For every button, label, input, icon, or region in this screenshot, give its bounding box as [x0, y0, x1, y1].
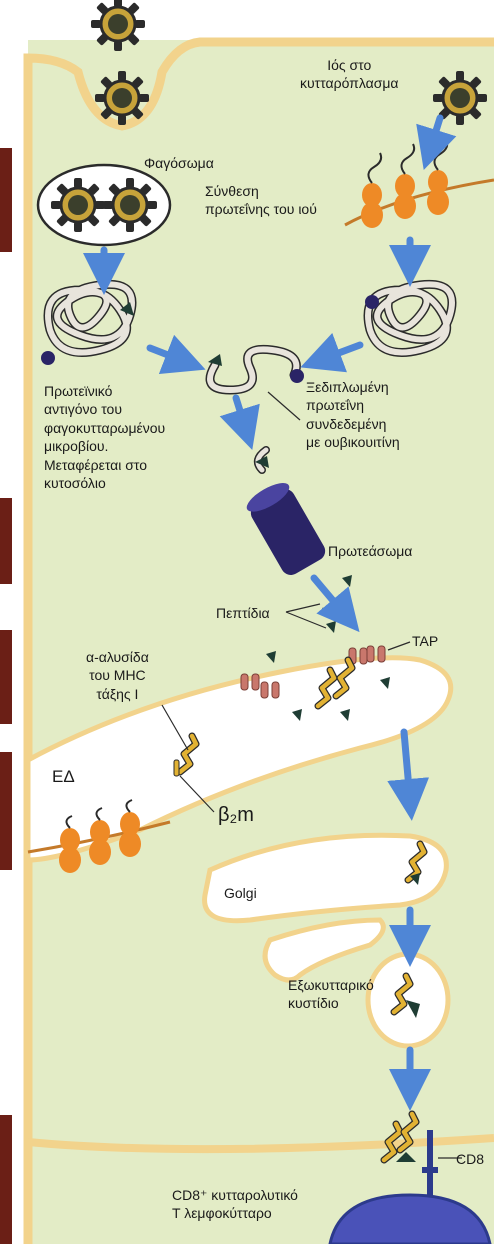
exocytic-vesicle-label-line: κυστίδιο: [288, 994, 374, 1012]
virus-cytoplasm-label-line: κυτταρόπλασμα: [300, 74, 399, 92]
protein-antigen-label: Πρωτεϊνικό αντιγόνο του φαγοκυτταρωμένου…: [44, 382, 165, 493]
virus-icon: [95, 71, 149, 125]
unfolded-protein-label: Ξεδιπλωμένη πρωτεΐνη συνδεδεμένη με ουβι…: [306, 378, 400, 452]
cd8-label: CD8: [456, 1150, 484, 1168]
side-tab-2: [0, 498, 12, 584]
mhc-alpha-label-line: του MHC: [86, 666, 149, 684]
protein-antigen-label-line: μικροβίου.: [44, 437, 165, 455]
virus-icon: [103, 178, 157, 232]
protein-antigen-label-line: φαγοκυτταρωμένου: [44, 419, 165, 437]
proteasome-label: Πρωτεάσωμα: [328, 542, 412, 560]
virus-icon: [51, 178, 105, 232]
phagosome-label: Φαγόσωμα: [144, 154, 214, 172]
virus-cytoplasm-label: Ιός στο κυτταρόπλασμα: [300, 56, 399, 93]
mhc-alpha-label-line: τάξης Ι: [86, 685, 149, 703]
exocytic-vesicle: [368, 954, 448, 1046]
unfolded-protein-label-line: συνδεδεμένη: [306, 415, 400, 433]
side-tab-5: [0, 1115, 12, 1244]
unfolded-protein-label-line: με ουβικουιτίνη: [306, 433, 400, 451]
side-tab-1: [0, 148, 12, 252]
exocytic-vesicle-label: Εξωκυτταρικό κυστίδιο: [288, 976, 374, 1013]
virus-cytoplasm-label-line: Ιός στο: [300, 56, 399, 74]
side-tab-4: [0, 752, 12, 870]
unfolded-protein-label-line: πρωτεΐνη: [306, 396, 400, 414]
unfolded-protein-label-line: Ξεδιπλωμένη: [306, 378, 400, 396]
exocytic-vesicle-label-line: Εξωκυτταρικό: [288, 976, 374, 994]
mhc-alpha-label-line: α-αλυσίδα: [86, 648, 149, 666]
golgi-label: Golgi: [224, 884, 257, 902]
protein-antigen-label-line: Πρωτεϊνικό: [44, 382, 165, 400]
protein-antigen-label-line: αντιγόνο του: [44, 400, 165, 418]
er-label: ΕΔ: [52, 766, 75, 788]
tap-label: TAP: [412, 632, 438, 650]
ctl-label-line: CD8⁺ κυτταρολυτικό: [172, 1186, 298, 1204]
b2m-label: β₂m: [218, 802, 254, 828]
b2m-icon: [174, 760, 179, 776]
side-tab-3: [0, 630, 12, 724]
viral-protein-synthesis-label: Σύνθεση πρωτεΐνης του ιού: [205, 182, 317, 219]
viral-protein-synthesis-label-line: πρωτεΐνης του ιού: [205, 200, 317, 218]
peptides-label: Πεπτίδια: [216, 604, 270, 622]
viral-protein-synthesis-label-line: Σύνθεση: [205, 182, 317, 200]
ctl-label: CD8⁺ κυτταρολυτικό Τ λεμφοκύτταρο: [172, 1186, 298, 1223]
protein-antigen-label-line: κυτοσόλιο: [44, 474, 165, 492]
ctl-label-line: Τ λεμφοκύτταρο: [172, 1204, 298, 1222]
mhc-alpha-label: α-αλυσίδα του MHC τάξης Ι: [86, 648, 149, 703]
protein-antigen-label-line: Μεταφέρεται στο: [44, 456, 165, 474]
